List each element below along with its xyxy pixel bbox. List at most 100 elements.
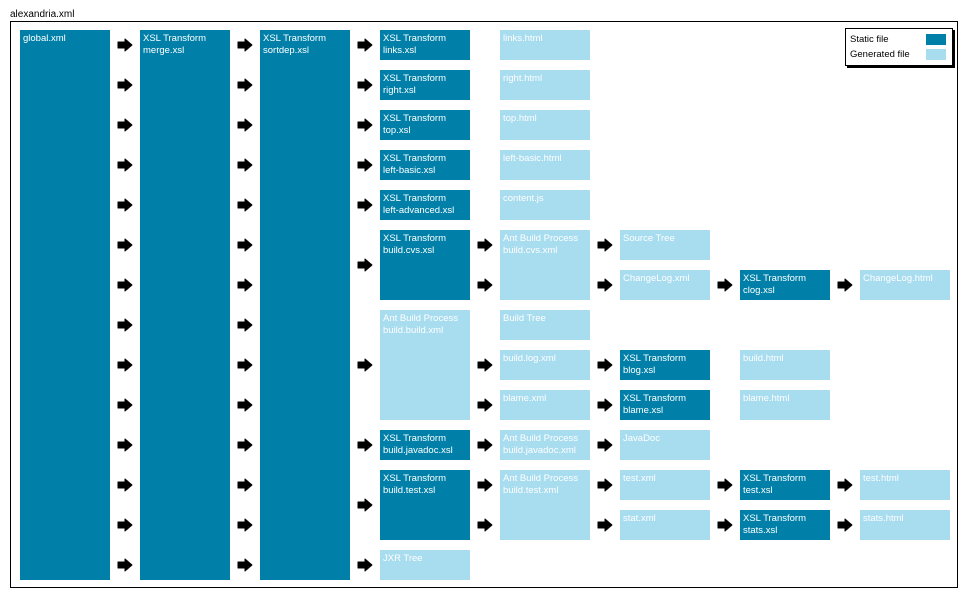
node-label-line: XSL Transform [743, 513, 807, 524]
node-label-line: clog.xsl [743, 285, 775, 296]
flow-arrow-icon [237, 118, 253, 132]
node-label-line: Ant Build Process [503, 433, 578, 444]
node-label-line: XSL Transform [383, 433, 447, 444]
node-label-line: left-basic.html [503, 153, 562, 164]
flow-arrow-icon [237, 278, 253, 292]
flow-arrow-icon [477, 478, 493, 492]
legend-static-label: Static file [850, 34, 889, 45]
flow-arrow-icon [117, 518, 133, 532]
node-label-line: top.xsl [383, 125, 411, 136]
node-jxr: JXR Tree [380, 550, 470, 580]
node-label-line: XSL Transform [263, 33, 327, 44]
flow-arrow-icon [597, 518, 613, 532]
node-label-line: Build Tree [503, 313, 546, 324]
flow-arrow-icon [717, 478, 733, 492]
node-label-line: test.xsl [743, 485, 773, 496]
node-label-line: XSL Transform [743, 273, 807, 284]
node-right-html: right.html [500, 70, 590, 100]
flow-arrow-icon [477, 358, 493, 372]
flow-arrow-icon [477, 238, 493, 252]
node-label-line: build.cvs.xsl [383, 245, 435, 256]
legend-generated-swatch [926, 49, 946, 60]
node-sourcetree: Source Tree [620, 230, 710, 260]
node-build-html: build.html [740, 350, 830, 380]
flow-arrow-icon [357, 558, 373, 572]
flow-arrow-icon [117, 38, 133, 52]
flow-arrow-icon [237, 38, 253, 52]
node-label-line: left-advanced.xsl [383, 205, 455, 216]
flow-arrow-icon [837, 518, 853, 532]
node-content-js: content.js [500, 190, 590, 220]
node-label-line: blame.xml [503, 393, 547, 404]
node-label-line: global.xml [23, 33, 66, 44]
node-label-line: XSL Transform [383, 473, 447, 484]
flow-arrow-icon [237, 558, 253, 572]
flow-arrow-icon [117, 398, 133, 412]
flow-arrow-icon [597, 398, 613, 412]
legend-generated-label: Generated file [850, 49, 910, 60]
node-leftbasic-html: left-basic.html [500, 150, 590, 180]
node-blame-html: blame.html [740, 390, 830, 420]
node-links-html: links.html [500, 30, 590, 60]
flow-arrow-icon [717, 518, 733, 532]
node-label-line: XSL Transform [383, 193, 447, 204]
node-label-line: build.html [743, 353, 784, 364]
node-label-line: JXR Tree [383, 553, 423, 564]
node-test-xml: test.xml [620, 470, 710, 500]
flow-arrow-icon [237, 478, 253, 492]
diagram-frame [10, 21, 958, 588]
node-label-line: sortdep.xsl [263, 45, 309, 56]
node-label-line: right.xsl [383, 85, 416, 96]
flow-arrow-icon [357, 38, 373, 52]
node-label-line: top.html [503, 113, 537, 124]
node-buildtree: Build Tree [500, 310, 590, 340]
node-label-line: test.xml [623, 473, 656, 484]
node-label-line: stats.xsl [743, 525, 778, 536]
flow-arrow-icon [117, 198, 133, 212]
flow-arrow-icon [117, 278, 133, 292]
node-label-line: XSL Transform [383, 113, 447, 124]
flow-arrow-icon [237, 158, 253, 172]
flow-arrow-icon [357, 358, 373, 372]
legend-static-swatch [926, 34, 946, 45]
node-label-line: XSL Transform [623, 353, 687, 364]
flow-arrow-icon [837, 478, 853, 492]
flow-arrow-icon [597, 238, 613, 252]
diagram-title: alexandria.xml [10, 9, 75, 20]
flow-arrow-icon [837, 278, 853, 292]
node-stats-html: stats.html [860, 510, 950, 540]
node-label-line: build.test.xsl [383, 485, 436, 496]
node-test-html: test.html [860, 470, 950, 500]
node-label-line: stat.xml [623, 513, 656, 524]
node-label-line: JavaDoc [623, 433, 660, 444]
node-stat-xml: stat.xml [620, 510, 710, 540]
flow-arrow-icon [357, 438, 373, 452]
flow-arrow-icon [117, 78, 133, 92]
node-label-line: links.html [503, 33, 543, 44]
node-label-line: XSL Transform [383, 33, 447, 44]
flow-arrow-icon [597, 478, 613, 492]
flow-arrow-icon [357, 198, 373, 212]
flow-arrow-icon [237, 318, 253, 332]
flow-arrow-icon [597, 278, 613, 292]
node-label-line: build.javadoc.xml [503, 445, 576, 456]
flow-arrow-icon [477, 278, 493, 292]
node-label-line: XSL Transform [743, 473, 807, 484]
node-label-line: build.build.xml [383, 325, 444, 336]
node-label-line: blog.xsl [623, 365, 656, 376]
node-label-line: XSL Transform [383, 233, 447, 244]
flow-arrow-icon [237, 518, 253, 532]
flow-arrow-icon [237, 358, 253, 372]
node-label-line: XSL Transform [383, 153, 447, 164]
